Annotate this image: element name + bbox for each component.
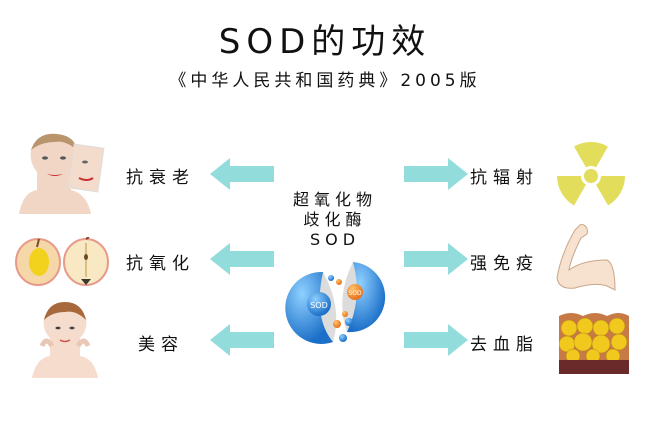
anti-aging-label: 抗衰老 bbox=[126, 168, 195, 188]
arrow-left-icon bbox=[210, 158, 274, 190]
radiation-icon bbox=[555, 140, 627, 212]
arrow-right-icon bbox=[404, 158, 468, 190]
arrow-left-icon bbox=[210, 243, 274, 275]
sod-badge-orange: SOD bbox=[348, 290, 362, 297]
anti-radiation-label: 抗辐射 bbox=[470, 168, 539, 188]
flexed-arm-image bbox=[555, 223, 617, 292]
immunity-label: 强免疫 bbox=[470, 254, 539, 274]
antioxidant-label: 抗氧化 bbox=[126, 254, 195, 274]
beauty-label: 美容 bbox=[138, 335, 184, 355]
blood-lipid-label: 去血脂 bbox=[470, 335, 539, 355]
beauty-image bbox=[32, 302, 98, 378]
antioxidant-image bbox=[15, 236, 110, 287]
center-label: 超氧化物 歧化酶 SOD bbox=[270, 190, 400, 250]
arrow-right-icon bbox=[404, 324, 468, 356]
arrow-right-icon bbox=[404, 243, 468, 275]
center-line-3: SOD bbox=[309, 230, 361, 249]
page-title: SOD的功效 bbox=[218, 22, 432, 62]
fat-tissue-image bbox=[558, 312, 629, 374]
center-line-1: 超氧化物 bbox=[292, 190, 377, 209]
arrow-left-icon bbox=[210, 324, 274, 356]
page-subtitle: 《中华人民共和国药典》2005版 bbox=[169, 71, 481, 91]
anti-aging-image bbox=[15, 132, 107, 214]
center-line-2: 歧化酶 bbox=[303, 210, 367, 229]
sod-molecule-image: SOD SOD bbox=[283, 258, 387, 348]
sod-badge-blue: SOD bbox=[310, 301, 328, 310]
